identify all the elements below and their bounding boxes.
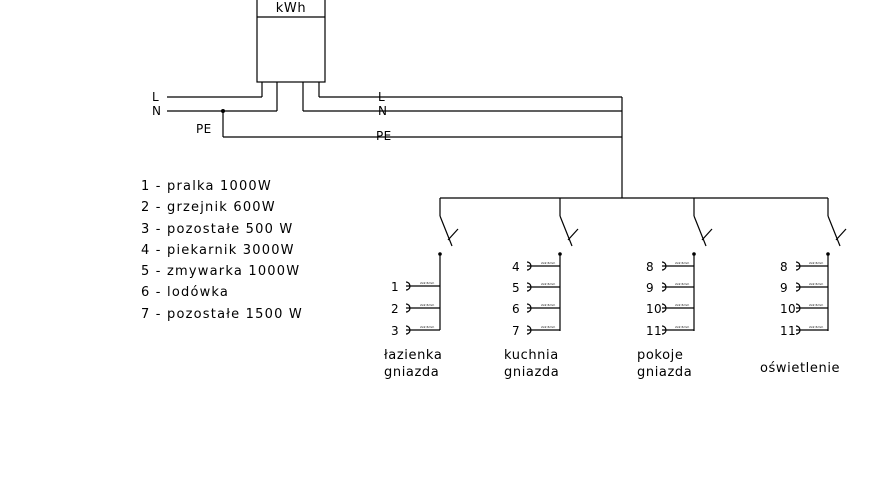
socket-icon [526, 261, 536, 271]
socket-tag: 2x2,5mm [541, 325, 555, 329]
legend-item: 4 - piekarnik 3000W [141, 242, 295, 258]
breaker-blade [559, 215, 573, 247]
socket-number: 11 [780, 324, 796, 338]
socket-icon [661, 282, 671, 292]
legend-item: 3 - pozostałe 500 W [141, 221, 294, 237]
socket-number: 1 [391, 280, 399, 294]
breaker-actuator [835, 228, 847, 241]
socket-number: 8 [646, 260, 654, 274]
socket-number: 9 [646, 281, 654, 295]
socket-number: 8 [780, 260, 788, 274]
circuit-lazienka: 1 2x2,5mm 2 2x2,5mm 3 2x2,5mm łazienka g… [384, 198, 459, 380]
socket-number: 10 [780, 302, 796, 316]
socket-icon [405, 325, 415, 335]
socket-icon [661, 325, 671, 335]
socket-icon [526, 303, 536, 313]
circuit-caption: gniazda [384, 365, 439, 380]
label-n-in: N [152, 104, 161, 118]
kwh-meter [256, 0, 326, 83]
socket-icon [405, 281, 415, 291]
circuit-caption: kuchnia [504, 348, 559, 363]
legend-item: 2 - grzejnik 600W [141, 200, 276, 216]
socket-tag: 2x2,5mm [541, 282, 555, 286]
breaker-actuator [701, 228, 713, 241]
socket-tag: 2x2,5mm [420, 325, 434, 329]
socket-number: 4 [512, 260, 520, 274]
socket-icon [661, 261, 671, 271]
socket-number: 3 [391, 324, 399, 338]
socket-number: 5 [512, 281, 520, 295]
socket-number: 6 [512, 302, 520, 316]
circuit-caption: łazienka [384, 348, 442, 363]
appliance-legend: 1 - pralka 1000W 2 - grzejnik 600W 3 - p… [141, 176, 303, 325]
label-l-in: L [152, 90, 159, 104]
label-pe-in: PE [196, 122, 212, 136]
socket-icon [795, 325, 805, 335]
legend-item: 7 - pozostałe 1500 W [141, 306, 303, 322]
legend-item: 6 - lodówka [141, 285, 230, 301]
breaker-blade [693, 215, 707, 247]
socket-tag: 2x2,5mm [541, 261, 555, 265]
circuit-kuchnia: 4 2x2,5mm 5 2x2,5mm 6 2x2,5mm 7 2x2,5mm … [504, 198, 579, 380]
socket-icon [661, 303, 671, 313]
socket-icon [795, 282, 805, 292]
socket-icon [405, 303, 415, 313]
socket-icon [526, 325, 536, 335]
socket-icon [795, 303, 805, 313]
meter-label: kWh [276, 1, 306, 16]
legend-item: 1 - pralka 1000W [141, 179, 272, 194]
socket-tag: 2x2,5mm [420, 303, 434, 307]
socket-tag: 2x2,5mm [420, 281, 434, 285]
socket-number: 11 [646, 324, 662, 338]
legend-item: 5 - zmywarka 1000W [141, 264, 301, 280]
socket-tag: 2x2,5mm [809, 282, 823, 286]
circuit-caption: pokoje [637, 348, 683, 363]
circuit-caption: oświetlenie [760, 361, 840, 376]
socket-tag: 2x2,5mm [541, 303, 555, 307]
socket-icon [526, 282, 536, 292]
breaker-actuator [447, 228, 459, 241]
circuit-pokoje: 8 2x2,5mm 9 2x2,5mm 10 2x2,5mm 11 2x2,5m… [637, 198, 713, 380]
socket-tag: 2x2,5mm [809, 303, 823, 307]
breaker-blade [827, 215, 841, 247]
socket-tag: 2x2,5mm [809, 261, 823, 265]
circuit-caption: gniazda [637, 365, 692, 380]
breaker-blade [439, 215, 453, 247]
socket-number: 2 [391, 302, 399, 316]
breaker-actuator [567, 228, 579, 241]
socket-number: 7 [512, 324, 520, 338]
socket-number: 9 [780, 281, 788, 295]
socket-tag: 2x2,5mm [809, 325, 823, 329]
socket-tag: 2x2,5mm [675, 261, 689, 265]
socket-tag: 2x2,5mm [675, 282, 689, 286]
socket-tag: 2x2,5mm [675, 303, 689, 307]
circuit-caption: gniazda [504, 365, 559, 380]
socket-number: 10 [646, 302, 662, 316]
socket-tag: 2x2,5mm [675, 325, 689, 329]
label-n-out: N [378, 104, 387, 118]
circuit-oswietlenie: 8 2x2,5mm 9 2x2,5mm 10 2x2,5mm 11 2x2,5m… [760, 198, 847, 376]
label-l-out: L [378, 90, 385, 104]
socket-icon [795, 261, 805, 271]
label-pe-out: PE [376, 129, 392, 143]
